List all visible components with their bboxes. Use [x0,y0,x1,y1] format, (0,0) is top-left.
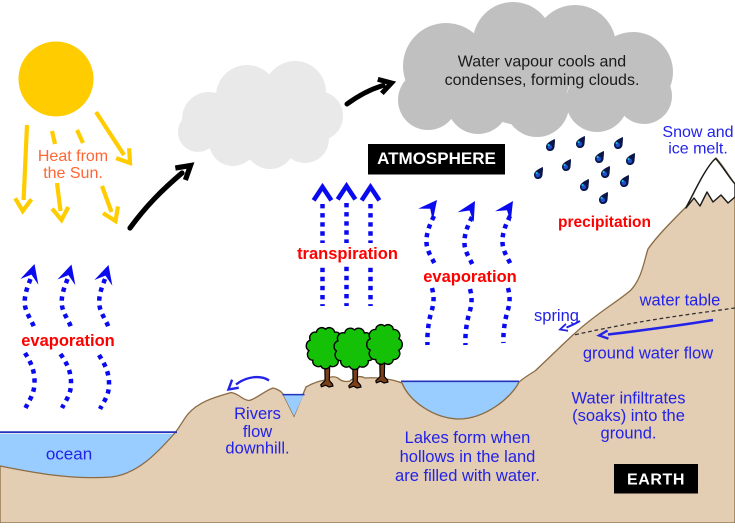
svg-text:(soaks) into the: (soaks) into the [572,407,685,425]
svg-text:ATMOSPHERE: ATMOSPHERE [377,149,496,168]
svg-text:EARTH: EARTH [627,472,685,489]
svg-text:condenses, forming clouds.: condenses, forming clouds. [445,72,640,89]
svg-text:downhill.: downhill. [225,440,289,458]
svg-text:Rivers: Rivers [234,405,281,423]
svg-text:Heat from: Heat from [38,148,108,165]
svg-text:hollows in the land: hollows in the land [400,448,536,466]
svg-text:water table: water table [639,292,721,310]
svg-text:Water vapour cools and: Water vapour cools and [458,54,626,71]
svg-text:evaporation: evaporation [423,268,517,286]
svg-text:Snow and: Snow and [662,124,733,141]
svg-text:evaporation: evaporation [21,332,115,350]
svg-text:Water infiltrates: Water infiltrates [571,390,685,408]
svg-text:precipitation: precipitation [558,214,651,231]
svg-text:are filled with water.: are filled with water. [395,467,540,485]
svg-text:ground water flow: ground water flow [583,345,713,363]
svg-text:transpiration: transpiration [297,245,398,263]
svg-text:ocean: ocean [46,445,92,464]
svg-text:ice melt.: ice melt. [668,141,728,158]
svg-text:the Sun.: the Sun. [43,165,103,182]
svg-text:Lakes form when: Lakes form when [405,429,531,447]
svg-text:ground.: ground. [601,425,657,443]
svg-text:flow: flow [243,423,272,441]
svg-text:spring: spring [534,307,579,325]
